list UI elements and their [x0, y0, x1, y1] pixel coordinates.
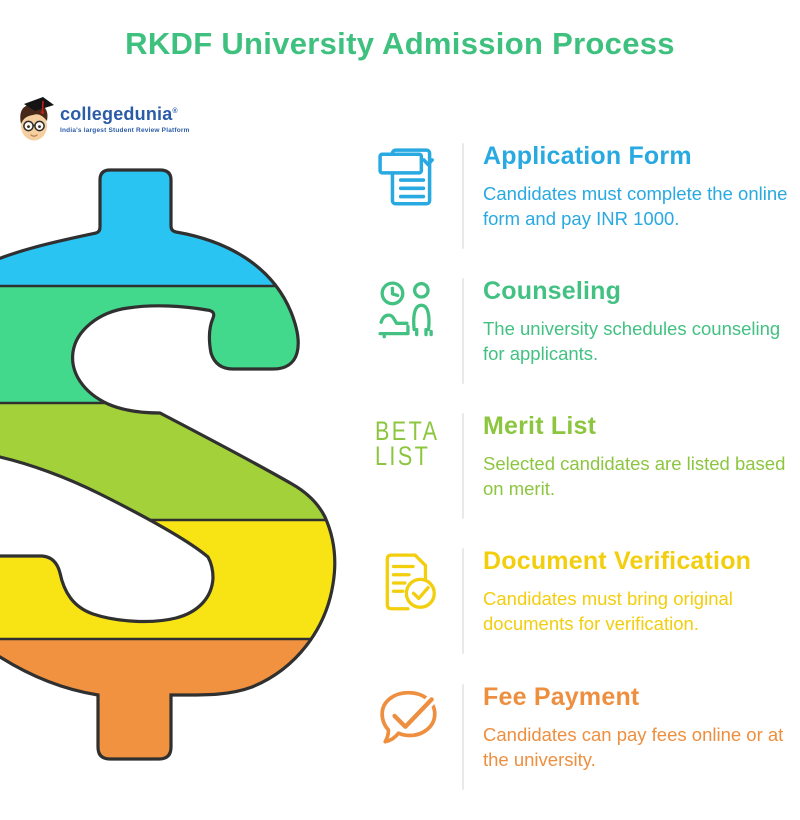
brand-logo: collegedunia® India's largest Student Re… [12, 94, 190, 146]
step-description: Candidates must bring original documents… [483, 588, 733, 634]
step-divider [462, 278, 464, 384]
page-title: RKDF University Admission Process [125, 26, 675, 61]
step-divider [462, 143, 464, 249]
brand-tagline: India's largest Student Review Platform [60, 127, 190, 134]
band-blue [0, 170, 335, 286]
step-merit-list: BETA LIST Merit List Selected candidates… [373, 413, 800, 519]
form-icon [373, 143, 462, 211]
brand-name: collegedunia® [60, 104, 178, 124]
step-title: Application Form [483, 142, 692, 170]
dollar-outline [0, 168, 337, 761]
registered-mark: ® [172, 108, 178, 115]
band-green [0, 286, 335, 403]
step-title: Fee Payment [483, 683, 640, 711]
band-yellow-green [0, 403, 335, 520]
step-description: Selected candidates are listed based on … [483, 453, 786, 499]
step-title: Document Verification [483, 547, 752, 575]
step-fee-payment: Fee Payment Candidates can pay fees onli… [373, 684, 800, 790]
band-yellow [0, 520, 335, 639]
mascot-icon [20, 97, 54, 141]
step-description: Candidates must complete the online form… [483, 183, 788, 229]
band-orange [0, 639, 335, 759]
beta-list-line2: LIST [375, 440, 431, 471]
step-title: Counseling [483, 277, 622, 305]
beta-list-icon: BETA LIST [373, 413, 462, 471]
step-document-verification: Document Verification Candidates must br… [373, 548, 800, 654]
step-title: Merit List [483, 412, 597, 440]
step-divider [462, 413, 464, 519]
step-application-form: Application Form Candidates must complet… [373, 143, 800, 249]
step-divider [462, 548, 464, 654]
step-description: Candidates can pay fees online or at the… [483, 724, 784, 770]
step-divider [462, 684, 464, 790]
band-separators [0, 284, 335, 641]
step-counseling: Counseling The university schedules coun… [373, 278, 800, 384]
counseling-icon [373, 278, 462, 346]
step-description: The university schedules counseling for … [483, 318, 781, 364]
document-check-icon [373, 548, 462, 616]
beta-list-line1: BETA [375, 416, 440, 446]
chat-check-icon [373, 684, 462, 752]
